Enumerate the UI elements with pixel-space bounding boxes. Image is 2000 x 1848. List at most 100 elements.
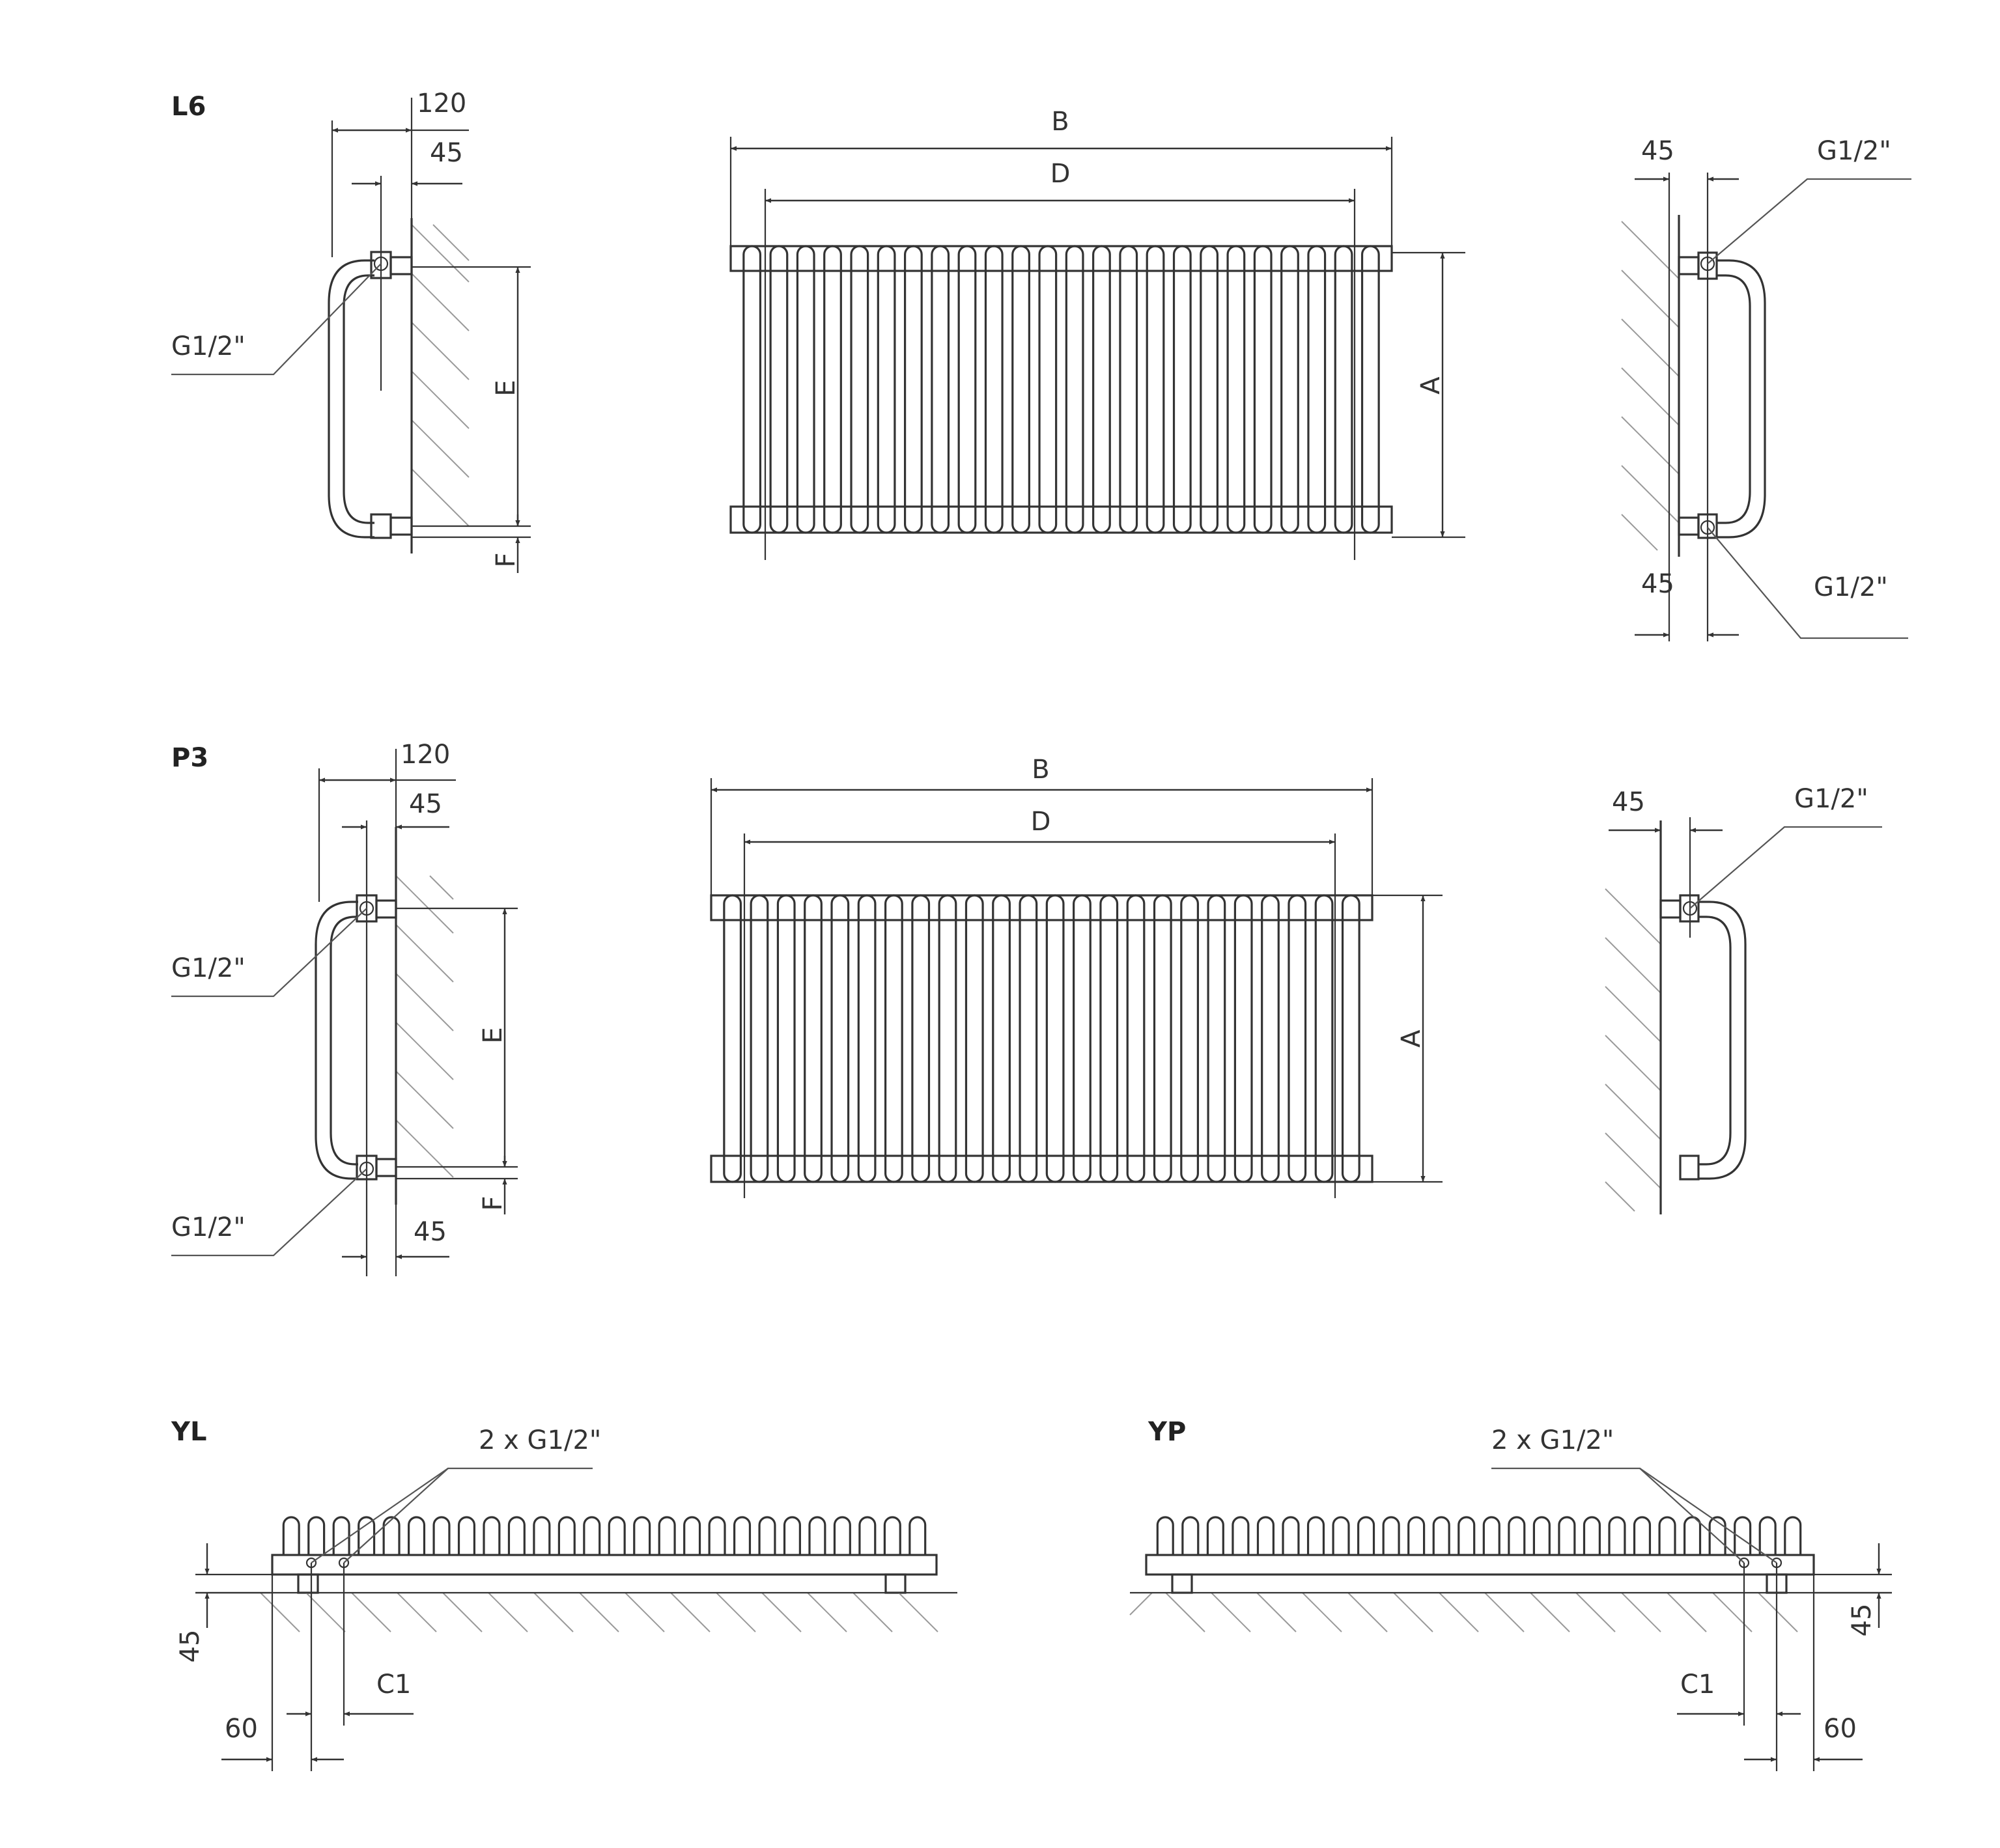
top-axis-label: 45 (409, 789, 442, 819)
tube (1045, 894, 1065, 1183)
tube-loop (1758, 1516, 1777, 1555)
tube-loop (1407, 1516, 1426, 1555)
tube (1065, 245, 1084, 534)
tube (1207, 894, 1226, 1183)
tube-loop (408, 1516, 426, 1555)
bottom-thread-leader (1707, 527, 1908, 639)
threads-label: 2 x G1/2" (479, 1425, 601, 1455)
tube (1011, 245, 1030, 534)
foot (884, 1573, 907, 1594)
tube-loops (282, 1516, 927, 1555)
tube-loop (1282, 1516, 1300, 1555)
wall-hatch (395, 875, 454, 1178)
bottom-connector (375, 1158, 397, 1177)
tube-loop (883, 1516, 901, 1555)
bottom-collector (370, 513, 392, 539)
tube (742, 245, 762, 534)
l6-title: L6 (171, 92, 206, 122)
top-connector (375, 899, 397, 919)
sixty-label: 60 (225, 1714, 258, 1744)
tube (1019, 894, 1038, 1183)
tube-loop (658, 1516, 676, 1555)
tube-loop (507, 1516, 526, 1555)
tube-loop (908, 1516, 927, 1555)
depth-label: 120 (417, 89, 466, 119)
bottom-connector (1678, 516, 1700, 536)
depth-label: 120 (401, 740, 450, 770)
wall-hatch (411, 224, 470, 527)
spacing-label: D (1050, 159, 1071, 189)
height-label: A (1416, 376, 1446, 395)
height-label: 45 (175, 1630, 205, 1663)
tube-loop (1256, 1516, 1275, 1555)
tube-loop (683, 1516, 701, 1555)
tube (723, 894, 742, 1183)
collector-bar (271, 1554, 938, 1576)
tube-loop (833, 1516, 851, 1555)
tube (1099, 894, 1119, 1183)
tube (1261, 894, 1280, 1183)
p3-title: P3 (171, 743, 208, 773)
tube (1307, 245, 1327, 534)
tube-loop (1156, 1516, 1174, 1555)
tube (877, 245, 896, 534)
tube-loop (1206, 1516, 1224, 1555)
c1-label: C1 (376, 1670, 411, 1700)
tube (911, 894, 931, 1183)
tube-loop (1683, 1516, 1702, 1555)
tube-loop (1558, 1516, 1576, 1555)
tube-loop (708, 1516, 726, 1555)
tube-loop (282, 1516, 300, 1555)
tube-loop (633, 1516, 651, 1555)
tube-loop (783, 1516, 801, 1555)
axis-label: 45 (430, 138, 463, 168)
l6-front-view: B D A (729, 107, 1465, 560)
tube-loop (858, 1516, 877, 1555)
offset-label: F (491, 552, 521, 567)
top-header-bar (710, 894, 1373, 921)
tube-loop (1181, 1516, 1200, 1555)
offset-label: F (478, 1196, 508, 1211)
tube-loop (358, 1516, 376, 1555)
tube-loop (483, 1516, 501, 1555)
tube (992, 894, 1011, 1183)
tube-loop (1458, 1516, 1476, 1555)
threads-leader (343, 1468, 449, 1563)
c1-label: C1 (1680, 1670, 1715, 1700)
foot (297, 1573, 319, 1594)
tube-loop (1532, 1516, 1551, 1555)
tube-loop (1432, 1516, 1450, 1555)
tube (1253, 245, 1273, 534)
tube (1180, 894, 1200, 1183)
tube-loop (758, 1516, 776, 1555)
tube (1360, 245, 1380, 534)
tube (857, 894, 877, 1183)
tube-loop (583, 1516, 601, 1555)
top-axis-label: 45 (1641, 136, 1674, 166)
tube-loop (1734, 1516, 1752, 1555)
radiator-tube-outer (1717, 259, 1766, 539)
tube (823, 245, 842, 534)
tube (931, 245, 950, 534)
floor-hatch (260, 1592, 938, 1632)
tube-loop (457, 1516, 475, 1555)
p3-front-view: B D A (710, 755, 1443, 1198)
top-thread-label: G1/2" (171, 953, 246, 983)
foot (1171, 1573, 1193, 1594)
yp-title: YP (1148, 1417, 1186, 1447)
p3-side-view: P3 120 45 45 G1/2" G1/2" (171, 740, 518, 1276)
tube-loop (1332, 1516, 1350, 1555)
top-connector (1678, 256, 1700, 275)
tube (1334, 245, 1353, 534)
tube-loop (1232, 1516, 1250, 1555)
yl-title: YL (171, 1417, 206, 1447)
tube (750, 894, 769, 1183)
tube (1233, 894, 1253, 1183)
bottom-axis-label: 45 (1641, 569, 1674, 599)
tube (957, 245, 977, 534)
width-label: B (1051, 107, 1069, 137)
top-thread-label: G1/2" (1817, 136, 1891, 166)
spacing-label: D (1031, 807, 1051, 837)
tube (1073, 894, 1092, 1183)
